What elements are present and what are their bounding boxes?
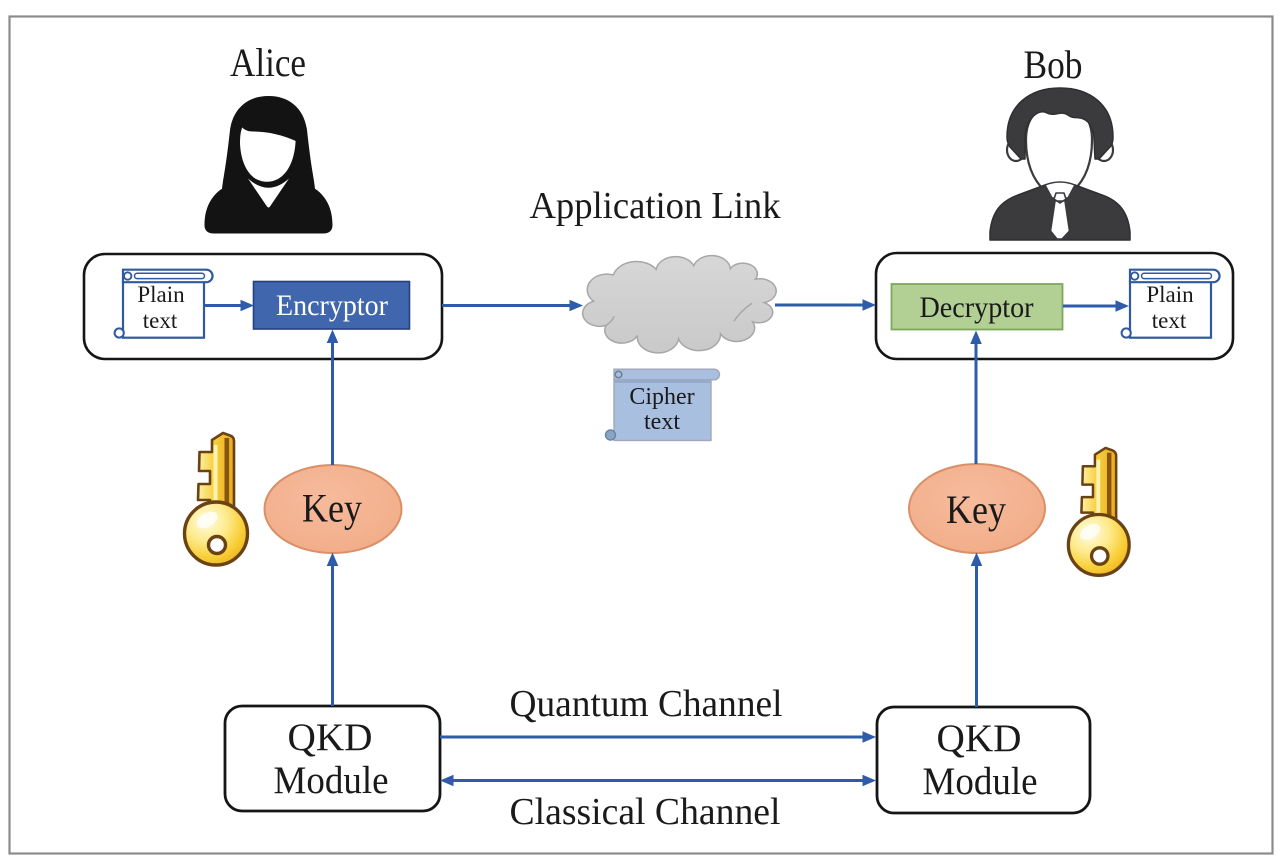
- svg-text:Decryptor: Decryptor: [920, 292, 1034, 324]
- svg-text:text: text: [644, 409, 680, 435]
- svg-text:Plain: Plain: [137, 282, 185, 307]
- svg-text:Encryptor: Encryptor: [276, 290, 388, 322]
- svg-text:Module: Module: [274, 759, 389, 802]
- svg-text:text: text: [1152, 308, 1187, 333]
- svg-text:Key: Key: [946, 487, 1006, 532]
- svg-text:Classical Channel: Classical Channel: [510, 791, 781, 833]
- svg-text:Alice: Alice: [230, 40, 306, 85]
- svg-text:QKD: QKD: [937, 717, 1022, 760]
- svg-text:Module: Module: [923, 760, 1038, 803]
- svg-text:Application Link: Application Link: [530, 185, 781, 227]
- svg-text:Quantum Channel: Quantum Channel: [510, 683, 783, 725]
- svg-text:Plain: Plain: [1146, 282, 1194, 307]
- svg-text:Bob: Bob: [1024, 42, 1083, 87]
- svg-text:QKD: QKD: [288, 716, 373, 759]
- svg-text:Cipher: Cipher: [629, 384, 694, 410]
- svg-text:text: text: [143, 308, 178, 333]
- svg-text:Key: Key: [302, 486, 362, 531]
